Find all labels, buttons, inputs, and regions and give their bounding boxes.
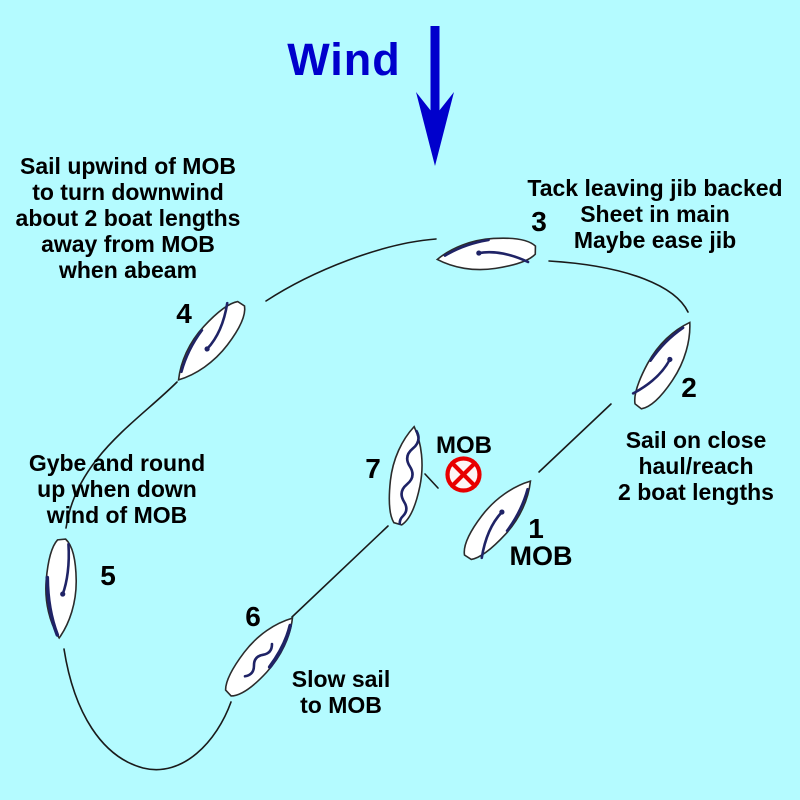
course-leg-6-7 xyxy=(291,525,389,618)
note-tack-jib-backed: Tack leaving jib backed Sheet in main Ma… xyxy=(527,175,783,253)
jib-sail-line xyxy=(180,328,204,374)
course-leg-5-6 xyxy=(63,648,232,771)
course-leg-1-2 xyxy=(538,403,612,473)
boat-3 xyxy=(435,237,537,271)
main-sail-line xyxy=(631,358,672,395)
boat-2 xyxy=(631,321,691,410)
boat-6-number: 6 xyxy=(245,601,261,632)
luffing-main-line xyxy=(398,429,420,525)
boat-1-number: 1 xyxy=(528,513,544,544)
boom-out-line xyxy=(45,575,60,637)
jib-edge-line xyxy=(267,623,293,669)
note-sail-upwind: Sail upwind of MOB to turn downwind abou… xyxy=(15,153,241,283)
course-leg-2-3 xyxy=(548,260,689,313)
boat-4 xyxy=(177,300,246,381)
jib-sail-line xyxy=(505,487,529,533)
jib-sail-line xyxy=(649,326,685,362)
main-sail-line xyxy=(205,301,229,351)
luffing-main-line xyxy=(243,642,274,678)
boat-6 xyxy=(224,617,294,697)
mob-position-marker-icon xyxy=(445,456,482,493)
backed-jib-line xyxy=(443,238,490,257)
note-gybe: Gybe and round up when down wind of MOB xyxy=(28,450,206,528)
boat-7 xyxy=(388,425,423,526)
boat-4-number: 4 xyxy=(176,298,192,329)
wind-arrow-icon xyxy=(416,26,454,166)
boat-1-mob-label: MOB xyxy=(509,541,573,571)
boat-5-number: 5 xyxy=(100,560,116,591)
boat-7-number: 7 xyxy=(365,453,381,484)
boat-2-number: 2 xyxy=(681,372,697,403)
note-close-haul: Sail on close haul/reach 2 boat lengths xyxy=(618,427,774,505)
course-path xyxy=(63,238,689,771)
main-sail-line xyxy=(480,510,504,560)
course-tick-7 xyxy=(424,473,439,489)
mob-marker-label: MOB xyxy=(436,432,492,459)
wind-label: Wind xyxy=(287,34,401,85)
boat-3-number: 3 xyxy=(531,206,547,237)
boat-1 xyxy=(463,480,532,561)
main-sail-line xyxy=(477,250,530,264)
note-slow-sail: Slow sail to MOB xyxy=(291,666,391,718)
course-leg-4-5 xyxy=(65,381,178,529)
boat-5 xyxy=(45,538,78,640)
main-sail-line xyxy=(61,542,71,596)
course-leg-3-4 xyxy=(265,238,437,302)
